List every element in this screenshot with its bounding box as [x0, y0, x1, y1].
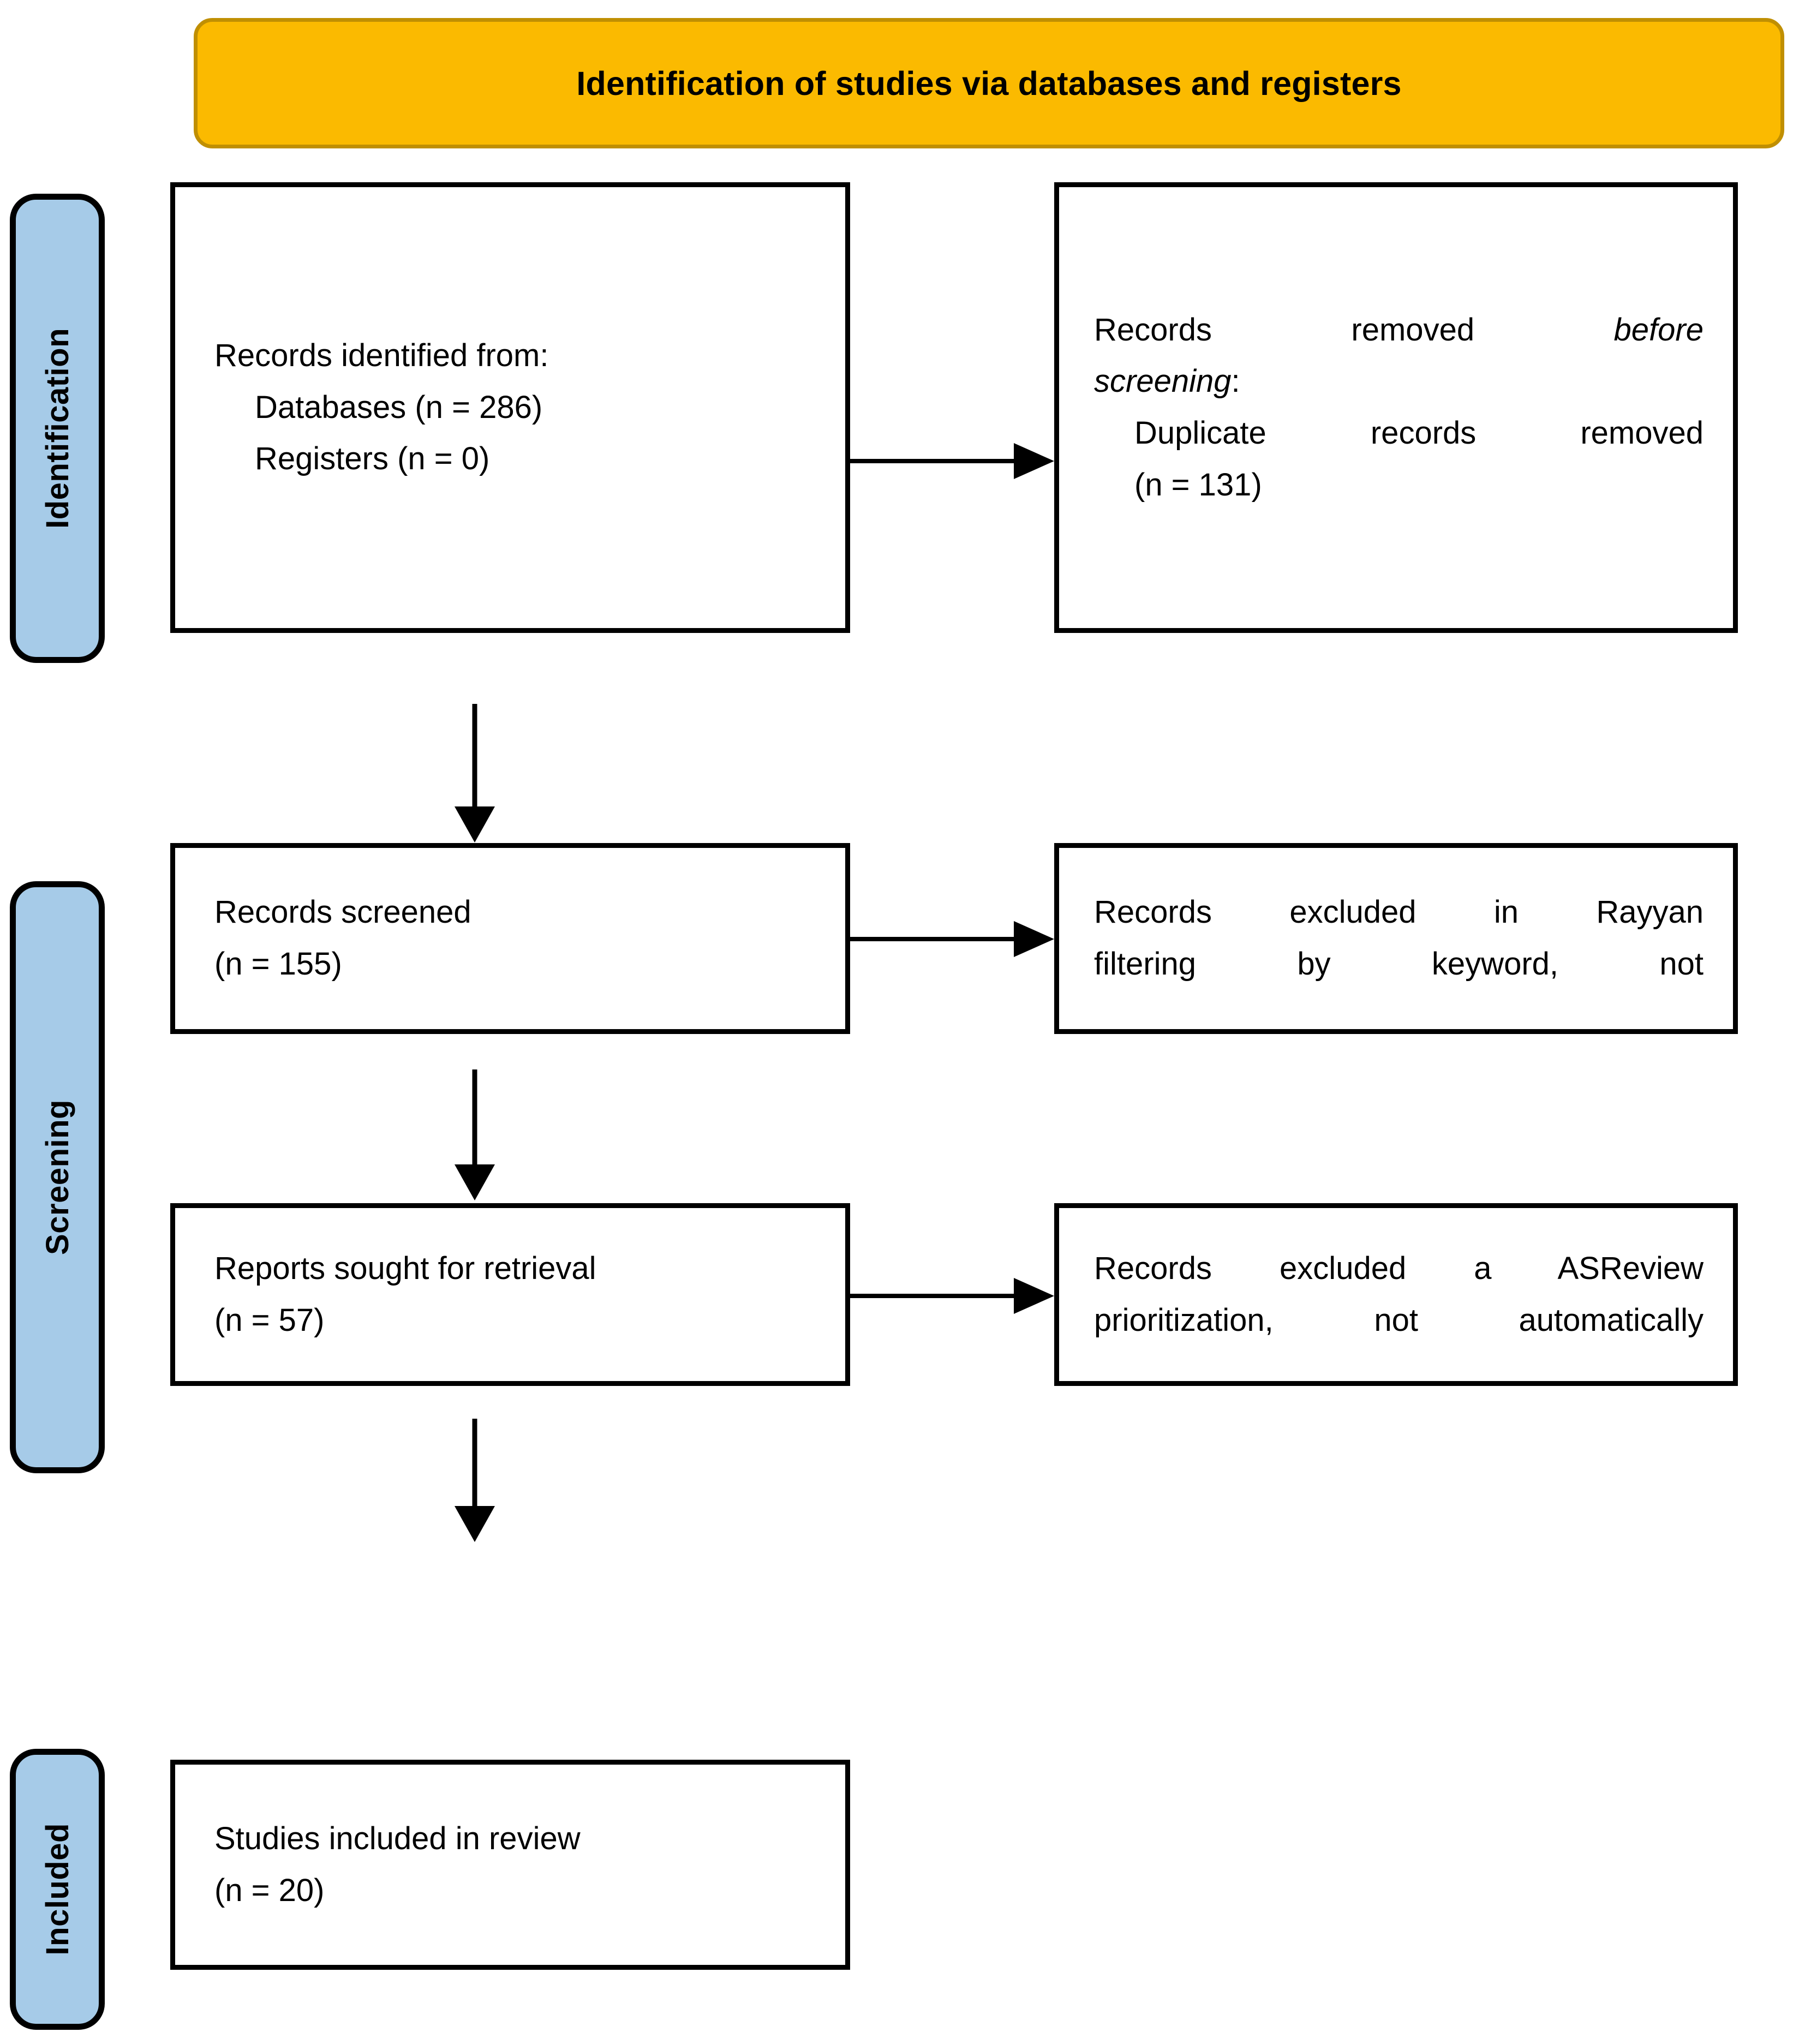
box-studies-included-in-review: Studies included in review (n = 20) [170, 1760, 850, 1970]
stage-bar-included: Included [10, 1749, 105, 2030]
stage-bar-screening: Screening [10, 881, 105, 1473]
excluded-rayyan-line-1: Records excluded in Rayyan [1094, 894, 1704, 930]
arrow-identified-to-screened-icon [431, 704, 518, 846]
records-screened-line-1: Records screened [214, 894, 471, 930]
arrow-identified-to-removed-icon [850, 431, 1057, 491]
records-removed-line-2: screening: [1094, 363, 1240, 399]
studies-included-line-2: (n = 20) [214, 1872, 325, 1908]
studies-included-line-1: Studies included in review [214, 1820, 581, 1856]
box-records-removed-before-screening: Records removed before screening: Duplic… [1054, 182, 1738, 633]
records-identified-line-2: Databases (n = 286) [255, 389, 543, 425]
box-records-excluded-rayyan: Records excluded in Rayyan filtering by … [1054, 843, 1738, 1034]
records-identified-line-3: Registers (n = 0) [255, 441, 490, 477]
reports-sought-line-2: (n = 57) [214, 1302, 325, 1338]
excluded-asreview-line-2: prioritization, not automatically [1094, 1302, 1704, 1338]
page-title: Identification of studies via databases … [576, 64, 1402, 102]
records-identified-line-1: Records identified from: [214, 338, 549, 374]
records-removed-line-3: Duplicate records removed [1134, 415, 1704, 451]
stage-bar-identification: Identification [10, 194, 105, 663]
stage-label-included: Included [39, 1823, 75, 1956]
arrow-screened-to-reports-sought-icon [431, 1069, 518, 1203]
box-records-screened: Records screened (n = 155) [170, 843, 850, 1034]
reports-sought-line-1: Reports sought for retrieval [214, 1250, 596, 1286]
arrow-screened-to-excluded-rayyan-icon [850, 909, 1057, 969]
box-reports-sought-text: Reports sought for retrieval (n = 57) [214, 1243, 845, 1346]
records-screened-line-2: (n = 155) [214, 946, 342, 982]
arrow-reports-sought-to-included-icon [431, 1419, 518, 1544]
stage-label-screening: Screening [39, 1099, 75, 1255]
box-records-screened-text: Records screened (n = 155) [214, 887, 845, 990]
arrow-reports-sought-to-excluded-asreview-icon [850, 1266, 1057, 1326]
records-removed-line-4: (n = 131) [1134, 467, 1262, 503]
records-removed-line-1: Records removed before [1094, 312, 1704, 348]
box-records-excluded-asreview: Records excluded a ASReview prioritizati… [1054, 1203, 1738, 1386]
box-studies-included-text: Studies included in review (n = 20) [214, 1813, 845, 1916]
stage-label-identification: Identification [39, 328, 75, 529]
box-records-identified: Records identified from: Databases (n = … [170, 182, 850, 633]
box-reports-sought-for-retrieval: Reports sought for retrieval (n = 57) [170, 1203, 850, 1386]
box-records-excluded-asreview-text: Records excluded a ASReview prioritizati… [1094, 1243, 1704, 1346]
excluded-asreview-line-1: Records excluded a ASReview [1094, 1250, 1704, 1286]
box-records-removed-text: Records removed before screening: Duplic… [1094, 304, 1704, 511]
box-records-excluded-rayyan-text: Records excluded in Rayyan filtering by … [1094, 887, 1704, 990]
excluded-rayyan-line-2: filtering by keyword, not [1094, 946, 1704, 982]
box-records-identified-text: Records identified from: Databases (n = … [214, 330, 845, 485]
diagram-header-banner: Identification of studies via databases … [194, 18, 1784, 148]
